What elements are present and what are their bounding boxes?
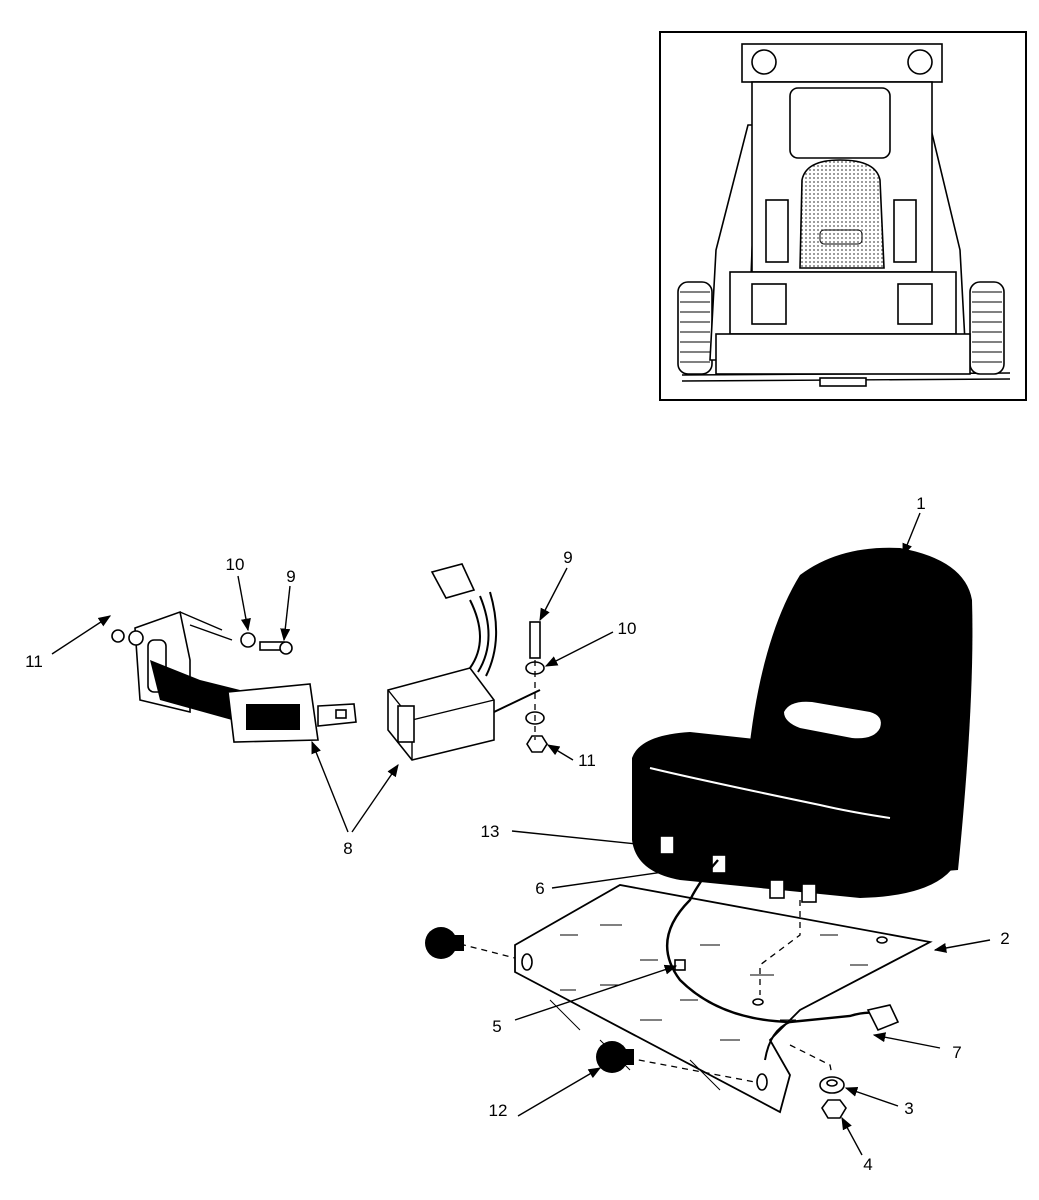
callout-labels: 1 2 3 4 5 6 7 8 9 9 10 10 11 11 12 13	[25, 494, 1010, 1174]
callout-11-right: 11	[578, 751, 596, 770]
seat-belt-buckle-left	[111, 610, 357, 743]
callout-11-left: 11	[25, 652, 43, 671]
callout-5: 5	[492, 1017, 501, 1036]
callout-2: 2	[1000, 929, 1009, 948]
seat-wire-harness	[666, 859, 900, 1061]
seat-hardware	[425, 850, 847, 1119]
callout-10-right: 10	[618, 619, 637, 638]
callout-8: 8	[343, 839, 352, 858]
callout-7: 7	[952, 1043, 961, 1062]
callout-12: 12	[489, 1101, 508, 1120]
loader-overview-inset	[659, 31, 1027, 401]
callout-4: 4	[863, 1155, 872, 1174]
callout-9-right: 9	[563, 548, 572, 567]
seat-cushion	[632, 547, 973, 903]
callout-3: 3	[904, 1099, 913, 1118]
callout-6: 6	[535, 879, 544, 898]
callout-1: 1	[916, 494, 925, 513]
callout-13: 13	[481, 822, 500, 841]
callout-9-left: 9	[286, 567, 295, 586]
callout-10-left: 10	[226, 555, 245, 574]
seat-belt-buckle-right	[387, 563, 548, 761]
leader-lines	[51, 512, 991, 1156]
